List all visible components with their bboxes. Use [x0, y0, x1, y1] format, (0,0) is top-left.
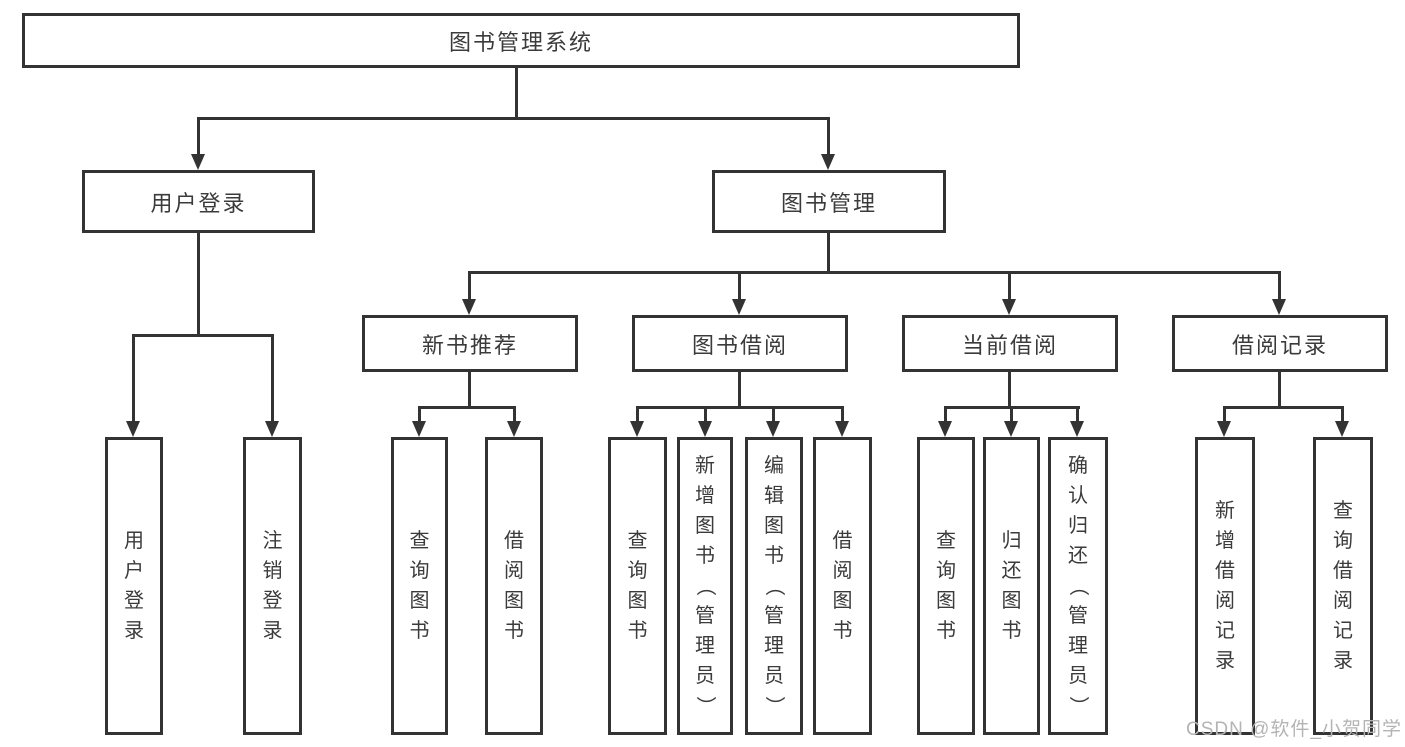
connector-line — [827, 233, 830, 273]
node-label: 当前借阅 — [961, 332, 1058, 358]
connector-line — [468, 271, 1281, 274]
node-label: 借阅记录 — [1231, 332, 1328, 358]
connector-line — [738, 372, 741, 408]
leaf-query-books-borrowing: 查询图书 — [608, 437, 667, 735]
node-label: 用户登录 — [150, 190, 247, 216]
node-label: 图书借阅 — [691, 332, 788, 358]
node-label: 图书管理系统 — [448, 29, 593, 55]
leaf-logout: 注销登录 — [243, 437, 302, 735]
arrow-down-icon — [1272, 299, 1286, 315]
node-label: 查询图书 — [409, 530, 430, 642]
arrow-down-icon — [732, 299, 746, 315]
node-label: 图书管理 — [780, 190, 877, 216]
connector-line — [468, 271, 471, 300]
leaf-add-book-admin: 新增图书（管理员） — [677, 437, 733, 735]
arrow-down-icon — [766, 421, 780, 437]
connector-line — [738, 271, 741, 300]
connector-line — [1341, 406, 1344, 423]
node-label: 借阅图书 — [504, 530, 524, 642]
leaf-borrow-books-borrowing: 借阅图书 — [813, 437, 872, 735]
connector-line — [1008, 271, 1011, 300]
connector-line — [704, 406, 707, 423]
node-label: 确认归还（管理员） — [1067, 455, 1089, 716]
arrow-down-icon — [412, 421, 426, 437]
arrow-down-icon — [938, 421, 952, 437]
node-label: 借阅图书 — [832, 530, 853, 642]
arrow-down-icon — [507, 421, 521, 437]
arrow-down-icon — [1002, 299, 1016, 315]
connector-line — [1278, 271, 1281, 300]
node-book-management: 图书管理 — [712, 170, 946, 233]
node-borrowing-records: 借阅记录 — [1172, 315, 1388, 372]
leaf-user-login: 用户登录 — [105, 437, 163, 735]
arrow-down-icon — [835, 421, 849, 437]
node-label: 查询借阅记录 — [1333, 500, 1353, 672]
connector-line — [1076, 406, 1079, 423]
node-label: 查询图书 — [627, 530, 648, 642]
connector-line — [944, 406, 947, 423]
connector-line — [197, 117, 830, 120]
leaf-query-books-recommend: 查询图书 — [391, 437, 448, 735]
connector-line — [132, 334, 274, 337]
arrow-down-icon — [1004, 421, 1018, 437]
arrow-down-icon — [821, 154, 835, 170]
arrow-down-icon — [126, 421, 140, 437]
connector-line — [271, 334, 274, 422]
connector-line — [197, 233, 200, 336]
connector-line — [418, 406, 516, 409]
node-user-login: 用户登录 — [82, 170, 315, 233]
node-label: 新增借阅记录 — [1215, 500, 1235, 672]
connector-line — [636, 406, 844, 409]
leaf-confirm-return-admin: 确认归还（管理员） — [1048, 437, 1108, 735]
leaf-borrow-books-recommend: 借阅图书 — [485, 437, 543, 735]
connector-line — [418, 406, 421, 423]
node-current-borrowing: 当前借阅 — [902, 315, 1118, 372]
connector-line — [468, 372, 471, 408]
arrow-down-icon — [1217, 421, 1231, 437]
csdn-watermark: CSDN @软件_小贺同学 — [1186, 719, 1402, 740]
arrow-down-icon — [1335, 421, 1349, 437]
node-label: 新书推荐 — [421, 332, 518, 358]
arrow-down-icon — [698, 421, 712, 437]
arrow-down-icon — [1070, 421, 1084, 437]
node-label: 编辑图书（管理员） — [763, 455, 785, 716]
connector-line — [841, 406, 844, 423]
arrow-down-icon — [191, 154, 205, 170]
arrow-down-icon — [265, 421, 279, 437]
arrow-down-icon — [462, 299, 476, 315]
connector-line — [513, 406, 516, 423]
arrow-down-icon — [630, 421, 644, 437]
node-book-borrowing: 图书借阅 — [632, 315, 848, 372]
connector-line — [197, 117, 200, 155]
connector-line — [1010, 406, 1013, 423]
connector-line — [1223, 406, 1226, 423]
connector-line — [132, 334, 135, 422]
node-library-management-system: 图书管理系统 — [22, 13, 1020, 68]
leaf-add-borrow-record: 新增借阅记录 — [1195, 437, 1255, 735]
leaf-query-borrow-record: 查询借阅记录 — [1313, 437, 1373, 735]
node-new-book-recommendation: 新书推荐 — [362, 315, 578, 372]
connector-line — [515, 68, 518, 119]
connector-line — [772, 406, 775, 423]
leaf-return-book: 归还图书 — [983, 437, 1040, 735]
node-label: 注销登录 — [262, 530, 283, 642]
connector-line — [636, 406, 639, 423]
connector-line — [1278, 372, 1281, 408]
node-label: 归还图书 — [1001, 530, 1022, 642]
node-label: 新增图书（管理员） — [694, 455, 716, 716]
leaf-query-books-current: 查询图书 — [917, 437, 975, 735]
connector-line — [1008, 372, 1011, 408]
leaf-edit-book-admin: 编辑图书（管理员） — [745, 437, 803, 735]
node-label: 查询图书 — [936, 530, 956, 642]
connector-line — [1223, 406, 1344, 409]
connector-line — [827, 117, 830, 155]
node-label: 用户登录 — [124, 530, 144, 642]
